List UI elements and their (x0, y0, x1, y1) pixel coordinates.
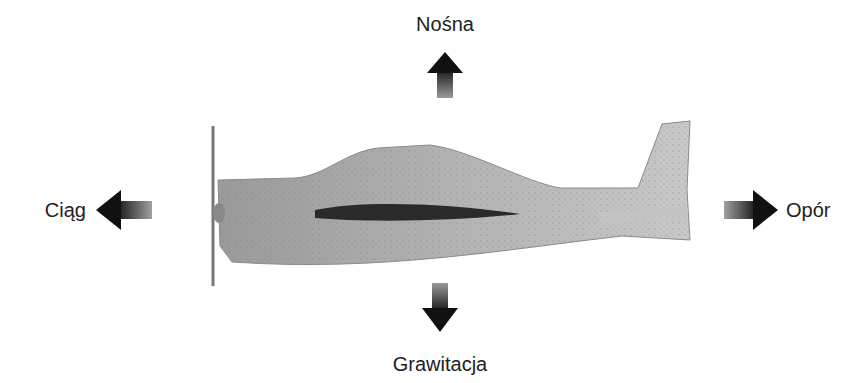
fuselage-texture (218, 121, 690, 265)
spinner (213, 203, 225, 223)
thrust-label: Ciąg (45, 198, 86, 222)
lift-arrow (427, 52, 463, 98)
stabilizer (598, 208, 688, 224)
propeller (212, 126, 215, 286)
gravity-label: Grawitacja (393, 352, 487, 376)
fuselage (218, 121, 690, 265)
drag-arrow (724, 190, 778, 230)
thrust-arrow (96, 190, 152, 230)
wing (315, 204, 520, 221)
gravity-arrow (422, 283, 458, 332)
drag-label: Opór (786, 198, 830, 222)
lift-label: Nośna (416, 12, 474, 36)
